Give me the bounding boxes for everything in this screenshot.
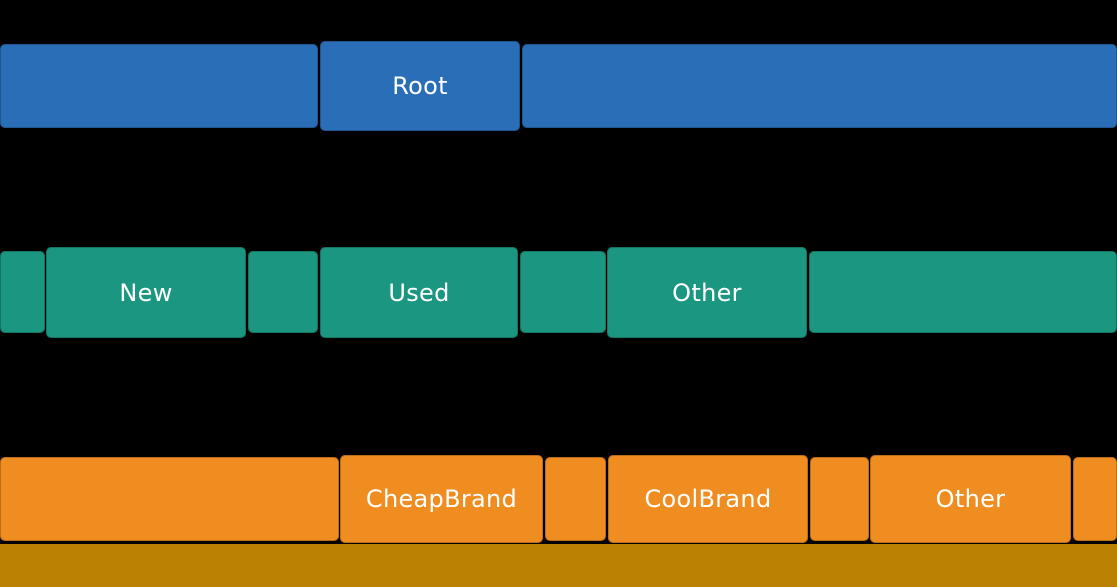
- tree-node[interactable]: [809, 251, 1117, 333]
- node-label: CoolBrand: [644, 485, 772, 513]
- node-label: Other: [672, 278, 742, 307]
- tree-node-coolbrand[interactable]: CoolBrand: [608, 455, 808, 543]
- tree-node[interactable]: [0, 544, 1117, 587]
- tree-node[interactable]: [810, 457, 869, 541]
- tree-node-used[interactable]: Used: [320, 247, 518, 338]
- tree-node[interactable]: [1073, 457, 1117, 541]
- node-label: New: [119, 278, 173, 307]
- tree-node[interactable]: [520, 251, 606, 333]
- tree-node-other[interactable]: Other: [870, 455, 1071, 543]
- tree-node[interactable]: [0, 251, 45, 333]
- tree-node[interactable]: [0, 457, 339, 541]
- tree-node[interactable]: [545, 457, 606, 541]
- tree-node-root[interactable]: Root: [320, 41, 520, 131]
- node-label: Other: [935, 485, 1006, 513]
- tree-node[interactable]: [522, 44, 1117, 128]
- tree-node-other[interactable]: Other: [607, 247, 807, 338]
- tree-node[interactable]: [248, 251, 318, 333]
- node-label: CheapBrand: [365, 485, 518, 513]
- tree-node[interactable]: [0, 44, 318, 128]
- tree-node-cheapbrand[interactable]: CheapBrand: [340, 455, 543, 543]
- node-label: Used: [388, 278, 450, 307]
- tree-node-new[interactable]: New: [46, 247, 246, 338]
- node-label: Root: [392, 72, 448, 100]
